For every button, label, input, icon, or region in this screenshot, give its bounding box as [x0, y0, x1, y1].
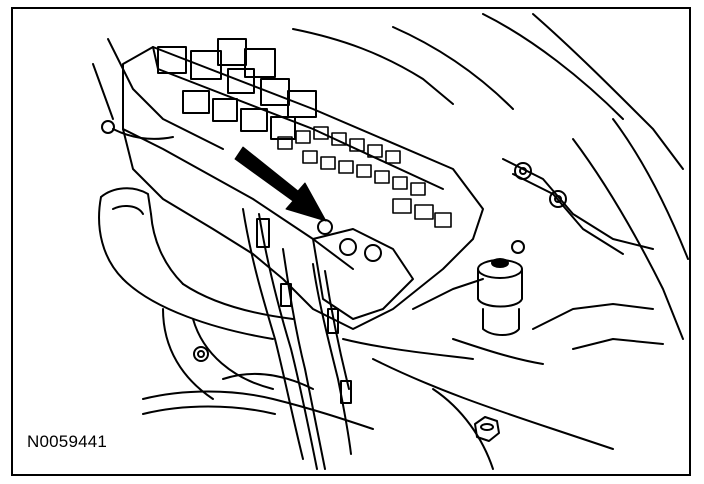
pointer-arrow [234, 146, 327, 222]
relay-blocks [157, 38, 317, 140]
hex-nut [474, 416, 500, 442]
wiring-harness [142, 208, 374, 470]
reservoir-cap [477, 258, 523, 336]
fender-outline [292, 13, 689, 340]
air-intake-duct [98, 187, 294, 400]
junction-box [122, 38, 484, 330]
fuse-rows [277, 126, 452, 228]
mounting-bracket [502, 158, 654, 255]
figure-reference-code: N0059441 [27, 432, 108, 451]
illustration-frame: N0059441 [11, 7, 691, 476]
engine-bay-line-drawing [92, 13, 689, 470]
lower-structure [342, 278, 664, 470]
